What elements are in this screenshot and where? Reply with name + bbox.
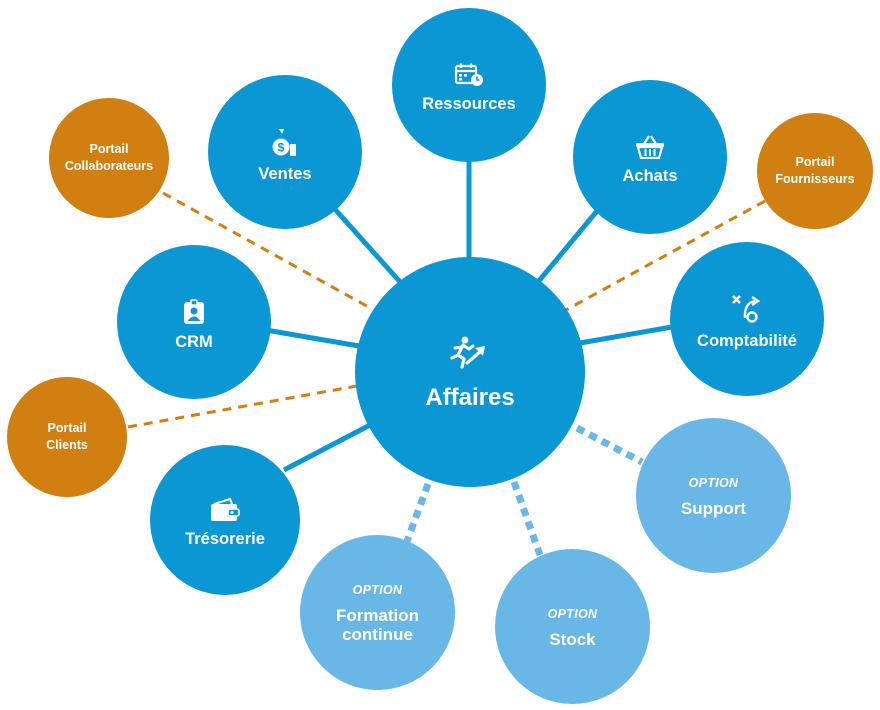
option-formation-line2: continue [342, 625, 413, 644]
option-formation-line1: Formation [335, 606, 420, 625]
center-affaires-label: Affaires [425, 384, 515, 411]
link-portail-fournisseurs [565, 199, 766, 312]
wallet-icon [211, 497, 240, 521]
link-achats [536, 209, 599, 284]
portail-fournisseurs-line2: Fournisseurs [775, 172, 855, 186]
link-option-formation [402, 482, 432, 546]
link-portail-clients [127, 384, 358, 429]
portail-clients[interactable]: Portail Clients [7, 377, 127, 497]
portail-collaborateurs-line1: Portail [89, 142, 129, 156]
option-stock-tag: OPTION [547, 606, 598, 621]
portail-clients-line2: Clients [46, 438, 88, 452]
module-ressources[interactable]: Ressources [392, 8, 546, 162]
option-stock-label: Stock [549, 629, 596, 649]
center-affaires[interactable]: Affaires [355, 257, 585, 487]
module-ventes[interactable]: $ Ventes [208, 75, 362, 229]
module-tresorerie[interactable]: Trésorerie [150, 445, 300, 595]
calendar-clock-icon [454, 63, 483, 86]
link-tresorerie [282, 422, 372, 473]
option-formation-continue[interactable]: OPTION Formation continue [300, 535, 455, 690]
id-badge-icon [184, 298, 204, 324]
money-bag-icon: $ [272, 128, 296, 156]
portail-collaborateurs[interactable]: Portail Collaborateurs [49, 98, 169, 218]
module-tresorerie-label: Trésorerie [185, 529, 265, 548]
portail-fournisseurs[interactable]: Portail Fournisseurs [757, 113, 873, 229]
link-comptabilite [579, 324, 673, 346]
link-crm [265, 327, 360, 349]
module-crm-label: CRM [175, 332, 213, 351]
module-ressources-label: Ressources [422, 94, 516, 113]
option-formation-tag: OPTION [352, 583, 403, 597]
portail-collaborateurs-line2: Collaborateurs [64, 159, 154, 173]
option-support[interactable]: OPTION Support [636, 418, 791, 573]
portail-clients-line1: Portail [47, 421, 87, 435]
option-support-tag: OPTION [688, 475, 739, 490]
module-comptabilite-label: Comptabilité [697, 331, 797, 350]
running-person-arrow-icon [450, 336, 485, 369]
link-option-support [575, 424, 644, 466]
module-ventes-label: Ventes [258, 164, 312, 183]
option-stock[interactable]: OPTION Stock [495, 549, 650, 704]
strategy-play-icon [732, 294, 761, 323]
link-ventes [331, 205, 403, 285]
shopping-basket-icon [636, 134, 664, 159]
module-crm[interactable]: CRM [117, 245, 271, 399]
svg-text:$: $ [278, 140, 285, 154]
link-option-stock [510, 480, 544, 557]
option-support-label: Support [680, 498, 747, 518]
module-achats-label: Achats [622, 166, 678, 185]
module-achats[interactable]: Achats [573, 80, 727, 234]
link-portail-collaborateurs [162, 191, 373, 311]
module-comptabilite[interactable]: Comptabilité [670, 242, 824, 396]
portail-fournisseurs-line1: Portail [795, 155, 835, 169]
